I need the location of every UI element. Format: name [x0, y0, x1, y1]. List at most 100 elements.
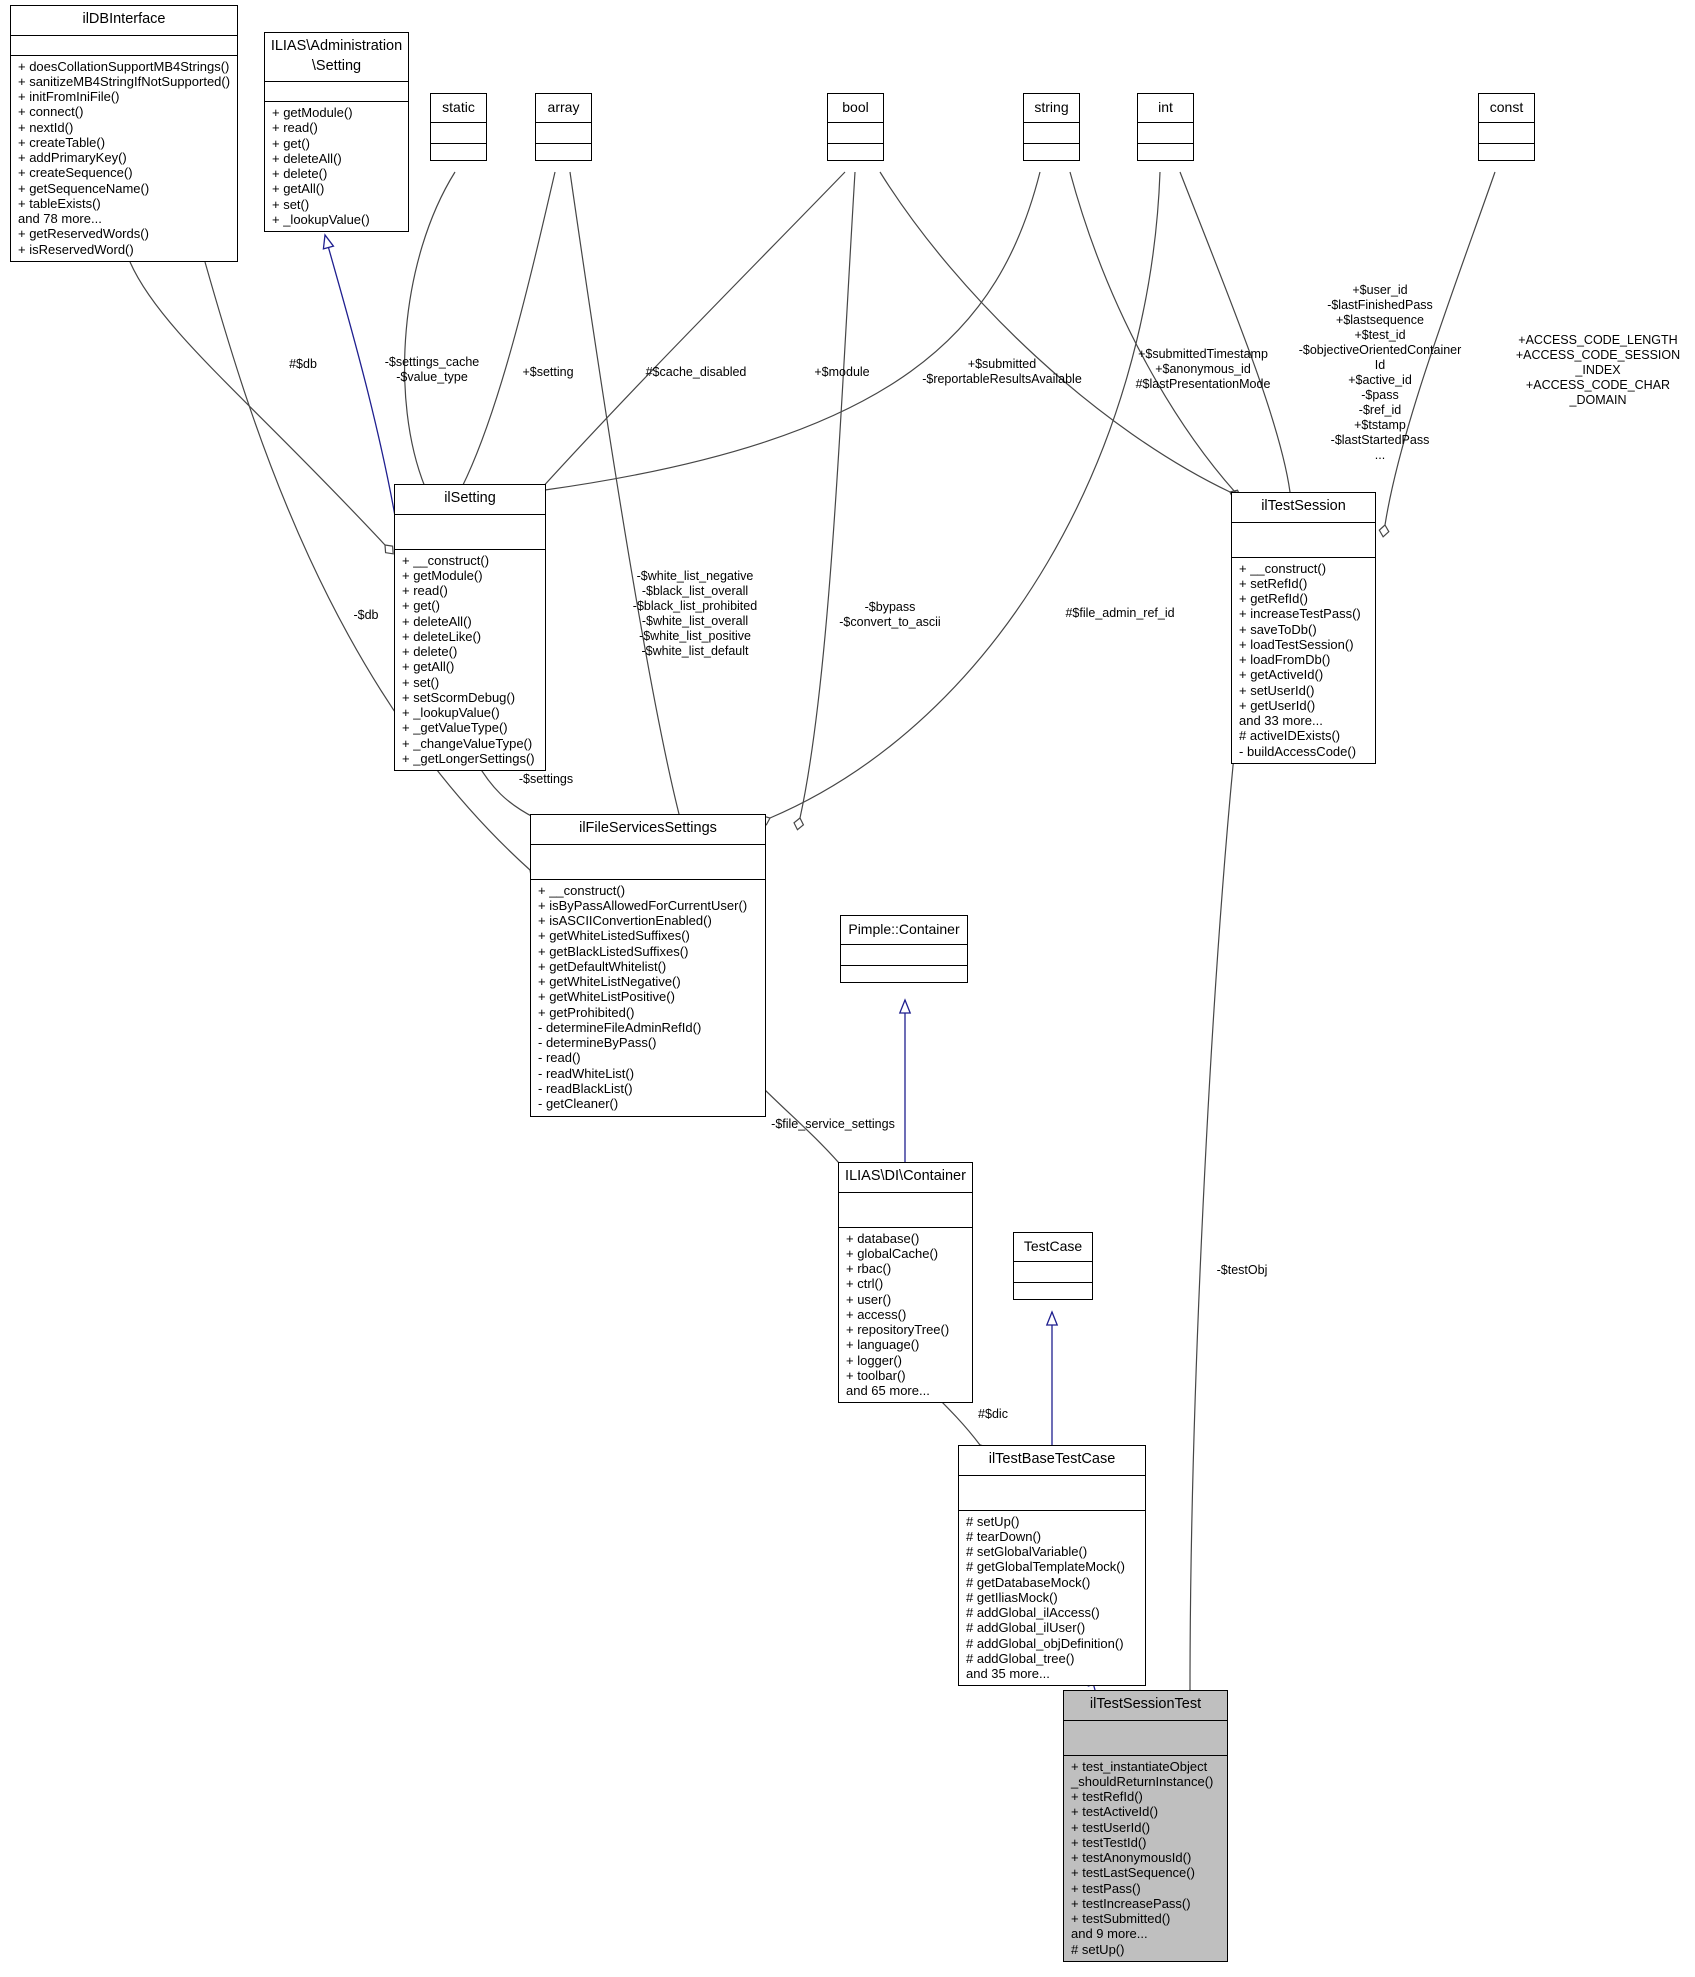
- class-node-iltestbasetestcase[interactable]: ilTestBaseTestCase # setUp() # tearDown(…: [958, 1445, 1146, 1687]
- method-item: + addPrimaryKey(): [18, 150, 127, 166]
- method-item: + __construct(): [538, 882, 626, 898]
- class-node-string[interactable]: string: [1023, 93, 1080, 161]
- method-item: # tearDown(): [966, 1528, 1042, 1544]
- class-attributes: [1014, 1262, 1092, 1283]
- class-methods: + __construct() + setRefId() + getRefId(…: [1232, 558, 1375, 763]
- class-attributes: [839, 1193, 972, 1228]
- edge-label-access-code-consts: +ACCESS_CODE_LENGTH +ACCESS_CODE_SESSION…: [1515, 333, 1681, 407]
- method-item: + testIncreasePass(): [1071, 1895, 1191, 1911]
- class-attributes: [1024, 123, 1079, 144]
- method-item: + set(): [402, 674, 440, 690]
- method-item: + testTestId(): [1071, 1834, 1147, 1850]
- class-methods: + getModule() + read() + get() + deleteA…: [265, 102, 408, 231]
- method-item: + test_instantiateObject: [1071, 1758, 1208, 1774]
- edge-label-settings: -$settings: [518, 772, 574, 786]
- class-methods: [536, 144, 591, 160]
- method-item: + read(): [402, 583, 448, 599]
- class-attributes: [531, 845, 765, 880]
- edge-label-module: +$module: [814, 365, 870, 379]
- class-attributes: [11, 36, 237, 56]
- method-item: + getSequenceName(): [18, 180, 150, 196]
- method-item: + rbac(): [846, 1261, 892, 1277]
- class-node-array[interactable]: array: [535, 93, 592, 161]
- method-item: and 65 more...: [846, 1383, 930, 1399]
- method-item: + access(): [846, 1306, 907, 1322]
- method-item: + set(): [272, 196, 310, 212]
- method-item: # addGlobal_objDefinition(): [966, 1635, 1124, 1651]
- class-node-bool[interactable]: bool: [827, 93, 884, 161]
- edge-label-dic: #$dic: [978, 1407, 1008, 1421]
- class-title: bool: [828, 94, 883, 123]
- class-node-iltestsession[interactable]: ilTestSession + __construct() + setRefId…: [1231, 492, 1376, 765]
- class-node-testcase[interactable]: TestCase: [1013, 1232, 1093, 1300]
- method-item: + getAll(): [272, 181, 325, 197]
- class-node-ildbinterface[interactable]: ilDBInterface + doesCollationSupportMB4S…: [10, 5, 238, 263]
- method-item: # setGlobalVariable(): [966, 1544, 1088, 1560]
- class-methods: [1014, 1283, 1092, 1299]
- class-title: ilTestSession: [1232, 493, 1375, 523]
- class-node-const[interactable]: const: [1478, 93, 1535, 161]
- method-item: + repositoryTree(): [846, 1322, 950, 1338]
- class-title: ilSetting: [395, 485, 545, 515]
- class-attributes: [1064, 1721, 1227, 1756]
- method-item: + testSubmitted(): [1071, 1911, 1171, 1927]
- edge-label-db-ilsetting: #$db: [289, 357, 317, 371]
- class-node-pimple-container[interactable]: Pimple::Container: [840, 915, 968, 983]
- method-item: + _lookupValue(): [272, 211, 370, 227]
- method-item: + getDefaultWhitelist(): [538, 958, 667, 974]
- edge-label-testobj: -$testObj: [1216, 1263, 1268, 1277]
- method-item: + database(): [846, 1230, 920, 1246]
- method-item: and 33 more...: [1239, 713, 1323, 729]
- class-methods: [431, 144, 486, 160]
- method-item: - readWhiteList(): [538, 1065, 635, 1081]
- method-item: + deleteAll(): [402, 613, 472, 629]
- method-item: + testLastSequence(): [1071, 1865, 1195, 1881]
- method-item: + testRefId(): [1071, 1789, 1143, 1805]
- method-item: # getGlobalTemplateMock(): [966, 1559, 1125, 1575]
- method-item: + getProhibited(): [538, 1004, 635, 1020]
- class-attributes: [431, 123, 486, 144]
- method-item: + user(): [846, 1291, 892, 1307]
- method-item: + getRefId(): [1239, 591, 1309, 607]
- method-item: and 35 more...: [966, 1666, 1050, 1682]
- class-title: TestCase: [1014, 1233, 1092, 1262]
- class-methods: + doesCollationSupportMB4Strings() + san…: [11, 56, 237, 261]
- method-item: + initFromIniFile(): [18, 89, 120, 105]
- method-item: - read(): [538, 1050, 581, 1066]
- method-item: + tableExists(): [18, 195, 101, 211]
- class-title: Pimple::Container: [841, 916, 967, 945]
- class-methods: + __construct() + isByPassAllowedForCurr…: [531, 880, 765, 1116]
- method-item: _shouldReturnInstance(): [1071, 1773, 1214, 1789]
- method-item: + delete(): [272, 166, 328, 182]
- class-title: ilTestSessionTest: [1064, 1691, 1227, 1721]
- class-node-ilias-di-container[interactable]: ILIAS\DI\Container + database() + global…: [838, 1162, 973, 1404]
- method-item: + doesCollationSupportMB4Strings(): [18, 58, 230, 74]
- class-node-ilfileservicessettings[interactable]: ilFileServicesSettings + __construct() +…: [530, 814, 766, 1117]
- method-item: + getReservedWords(): [18, 226, 149, 242]
- method-item: + __construct(): [1239, 560, 1327, 576]
- method-item: + setUserId(): [1239, 682, 1315, 698]
- edge-label-submitted-timestamp: +$submittedTimestamp +$anonymous_id #$la…: [1135, 347, 1271, 391]
- method-item: + deleteLike(): [402, 628, 482, 644]
- method-item: + loadFromDb(): [1239, 652, 1331, 668]
- class-title: ilTestBaseTestCase: [959, 1446, 1145, 1476]
- method-item: + createTable(): [18, 134, 106, 150]
- method-item: + nextId(): [18, 119, 74, 135]
- class-node-ilsetting[interactable]: ilSetting + __construct() + getModule() …: [394, 484, 546, 772]
- class-title: ilDBInterface: [11, 6, 237, 36]
- method-item: - determineByPass(): [538, 1035, 657, 1051]
- class-node-ilias-administration-setting[interactable]: ILIAS\Administration \Setting + getModul…: [264, 32, 409, 233]
- method-item: # addGlobal_tree(): [966, 1650, 1075, 1666]
- class-methods: + database() + globalCache() + rbac() + …: [839, 1228, 972, 1403]
- edge-label-setting: +$setting: [522, 365, 574, 379]
- method-item: and 9 more...: [1071, 1926, 1148, 1942]
- method-item: + read(): [272, 120, 318, 136]
- class-title: const: [1479, 94, 1534, 123]
- method-item: + setScormDebug(): [402, 689, 516, 705]
- edge-label-file-service-settings: -$file_service_settings: [771, 1117, 895, 1131]
- class-node-iltestsessiontest[interactable]: ilTestSessionTest + test_instantiateObje…: [1063, 1690, 1228, 1963]
- method-item: + loadTestSession(): [1239, 636, 1354, 652]
- method-item: + __construct(): [402, 552, 490, 568]
- class-node-static[interactable]: static: [430, 93, 487, 161]
- class-node-int[interactable]: int: [1137, 93, 1194, 161]
